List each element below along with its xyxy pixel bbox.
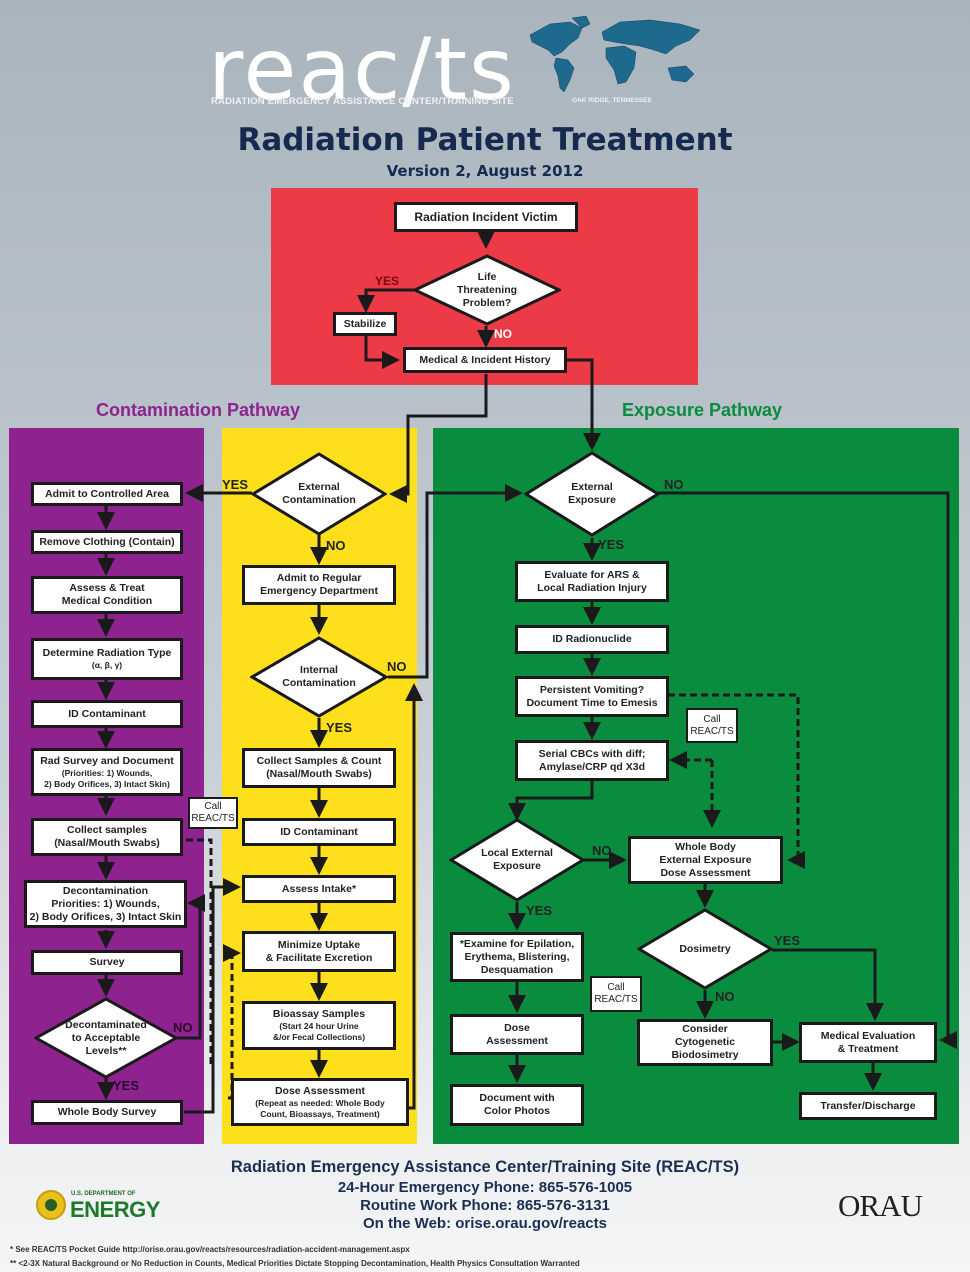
examine-epilation-box: *Examine for Epilation, Erythema, Bliste… [450,932,584,982]
minimize-uptake-box: Minimize Uptake & Facilitate Excretion [242,931,396,972]
yes-label: YES [375,274,400,288]
call-reacts-box: Call REAC/TS [188,797,238,829]
document-photos-box: Document with Color Photos [450,1084,584,1126]
no-label: NO [715,989,735,1004]
medical-evaluation-box: Medical Evaluation & Treatment [799,1022,937,1063]
connector [405,683,423,1110]
dashed-connector [223,944,241,1100]
connector [364,334,400,369]
connector [658,491,957,1049]
no-label: NO [494,327,512,341]
footer-emergency-phone: 24-Hour Emergency Phone: 865-576-1005 [337,1179,633,1196]
connector [357,288,414,313]
local-external-exposure-decision: Local External Exposure [449,818,585,902]
admit-controlled-area-box: Admit to Controlled Area [31,482,183,506]
serial-cbc-box: Serial CBCs with diff; Amylase/CRP qd X3… [515,740,669,781]
life-threatening-decision: Life Threatening Problem? [413,254,561,326]
connector [567,358,601,451]
stabilize-box: Stabilize [333,312,397,336]
dose-assessment-box: Dose Assessment [450,1014,584,1055]
exposure-pathway-label: Exposure Pathway [622,400,783,420]
id-contaminant-box: ID Contaminant [31,700,183,728]
footer-web-link[interactable]: On the Web: orise.orau.gov/reacts [363,1215,607,1232]
transfer-discharge-box: Transfer/Discharge [799,1092,937,1120]
yes-label: YES [598,537,625,552]
connector [184,878,241,1114]
footer-org-name: Radiation Emergency Assistance Center/Tr… [230,1158,740,1176]
dashed-connector [186,838,213,1068]
connector [389,374,488,503]
logo-location: OAK RIDGE, TENNESSEE [572,97,652,104]
determine-radiation-type-box: Determine Radiation Type (α, β, γ) [31,638,183,680]
yes-label: YES [326,720,353,735]
no-label: NO [664,477,684,492]
doe-seal-icon [36,1190,66,1220]
dose-assessment-box: Dose Assessment (Repeat as needed: Whole… [231,1078,409,1126]
dosimetry-decision: Dosimetry [637,908,773,990]
whole-body-dose-box: Whole Body External Exposure Dose Assess… [628,836,783,884]
assess-intake-box: Assess Intake* [242,875,396,903]
id-radionuclide-box: ID Radionuclide [515,625,669,654]
evaluate-ars-box: Evaluate for ARS & Local Radiation Injur… [515,561,669,602]
collect-samples-box: Collect samples (Nasal/Mouth Swabs) [31,818,183,856]
decontamination-box: Decontamination Priorities: 1) Wounds, 2… [24,880,187,928]
version-label: Version 2, August 2012 [386,162,584,180]
medical-incident-history-box: Medical & Incident History [403,347,567,373]
id-contaminant-box: ID Contaminant [242,818,396,846]
world-map-icon [529,15,701,93]
connector [388,484,523,679]
call-reacts-box: Call REAC/TS [686,708,738,743]
connector [772,948,884,1021]
no-label: NO [592,843,612,858]
yes-label: YES [113,1078,140,1093]
no-label: NO [387,659,407,674]
connector [176,894,205,1040]
internal-contamination-decision: Internal Contamination [250,636,388,718]
footer-routine-phone: Routine Work Phone: 865-576-3131 [360,1197,610,1214]
no-label: NO [326,538,346,553]
whole-body-survey-box: Whole Body Survey [31,1100,183,1125]
external-contamination-decision: External Contamination [251,452,387,536]
footnote-decon-levels: ** <2-3X Natural Background or No Reduct… [10,1259,580,1268]
radiation-incident-victim-box: Radiation Incident Victim [394,202,578,232]
remove-clothing-box: Remove Clothing (Contain) [31,530,183,554]
assess-treat-box: Assess & Treat Medical Condition [31,576,183,614]
collect-samples-count-box: Collect Samples & Count (Nasal/Mouth Swa… [242,748,396,788]
yes-label: YES [774,933,801,948]
logo-subtitle: RADIATION EMERGENCY ASSISTANCE CENTER/TR… [211,96,514,107]
box-label: Radiation Incident Victim [414,209,558,224]
external-exposure-decision: External Exposure [524,451,660,537]
survey-box: Survey [31,950,183,975]
yes-label: YES [222,477,249,492]
footnote-pocket-guide: * See REAC/TS Pocket Guide http://orise.… [10,1245,410,1254]
orau-logo: ORAU [838,1188,923,1223]
cytogenetic-biodosimetry-box: Consider Cytogenetic Biodosimetry [637,1019,773,1066]
dashed-connector [668,693,805,869]
yes-label: YES [526,903,553,918]
bioassay-samples-box: Bioassay Samples (Start 24 hour Urine &/… [242,1001,396,1050]
rad-survey-box: Rad Survey and Document (Priorities: 1) … [31,748,183,796]
connector [508,780,594,821]
page-title: Radiation Patient Treatment [237,122,733,158]
decontaminated-decision: Decontaminated to Acceptable Levels** [34,997,178,1079]
no-label: NO [173,1020,193,1035]
reacts-logo: reac/ts [208,20,516,120]
admit-regular-ed-box: Admit to Regular Emergency Department [242,565,396,605]
persistent-vomiting-box: Persistent Vomiting? Document Time to Em… [515,676,669,717]
doe-logo: U.S. DEPARTMENT OF ENERGY [36,1190,166,1224]
contamination-pathway-label: Contamination Pathway [96,400,301,420]
call-reacts-box: Call REAC/TS [590,976,642,1012]
